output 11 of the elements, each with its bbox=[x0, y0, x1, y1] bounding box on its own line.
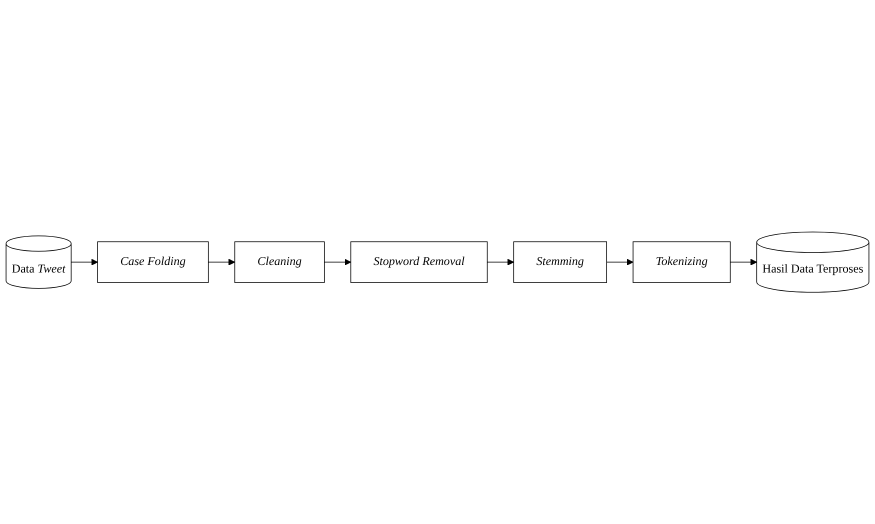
arrow bbox=[324, 258, 352, 266]
arrow bbox=[730, 258, 757, 266]
arrow bbox=[70, 258, 98, 266]
arrow bbox=[208, 258, 236, 266]
arrow bbox=[486, 258, 514, 266]
node-box: Stopword Removal bbox=[350, 241, 488, 283]
node-box: Tokenizing bbox=[632, 241, 731, 283]
node-box: Stemming bbox=[513, 241, 608, 283]
node-box: Case Folding bbox=[97, 241, 209, 283]
node-box: Cleaning bbox=[234, 241, 325, 283]
arrow bbox=[606, 258, 634, 266]
